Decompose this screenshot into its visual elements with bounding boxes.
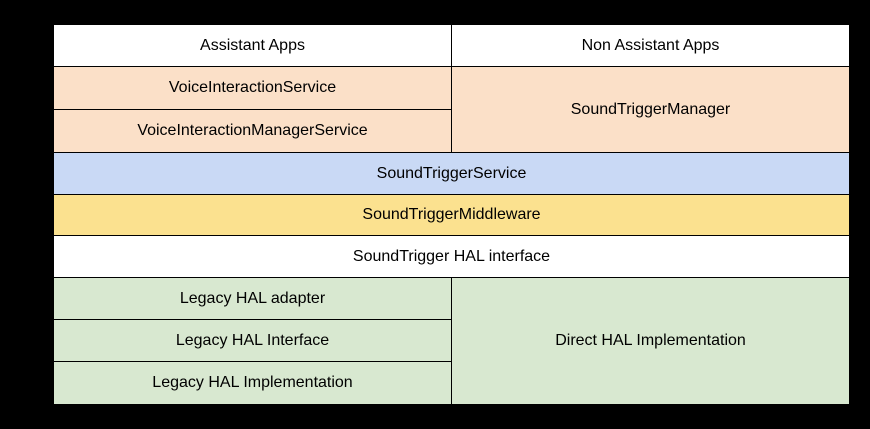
cell-legacy-hal-adapter: Legacy HAL adapter	[54, 278, 451, 321]
header-cell-non-assistant-apps-label: Non Assistant Apps	[452, 25, 849, 66]
cell-sound-trigger-manager: SoundTriggerManager	[452, 67, 849, 152]
cell-direct-hal-implementation: Direct HAL Implementation	[452, 278, 849, 405]
header-section: Assistant Apps Non Assistant Apps	[54, 25, 849, 67]
apps-right-column: SoundTriggerManager	[452, 67, 849, 152]
apps-section: VoiceInteractionService VoiceInteraction…	[54, 67, 849, 153]
cell-voice-interaction-service: VoiceInteractionService	[54, 67, 451, 110]
band-sound-trigger-hal-interface: SoundTrigger HAL interface	[54, 236, 849, 279]
cell-legacy-hal-implementation: Legacy HAL Implementation	[54, 362, 451, 405]
header-cell-assistant-apps: Assistant Apps	[54, 25, 451, 66]
header-cell-non-assistant-apps: Non Assistant Apps	[452, 25, 849, 66]
header-left-column: Assistant Apps	[54, 25, 452, 66]
apps-left-column: VoiceInteractionService VoiceInteraction…	[54, 67, 452, 152]
hal-section: Legacy HAL adapter Legacy HAL Interface …	[54, 278, 849, 405]
cell-legacy-hal-interface: Legacy HAL Interface	[54, 320, 451, 363]
hal-right-column: Direct HAL Implementation	[452, 278, 849, 405]
band-sound-trigger-middleware: SoundTriggerMiddleware	[54, 194, 849, 237]
soundtrigger-architecture-table: Assistant Apps Non Assistant Apps VoiceI…	[53, 24, 850, 405]
band-sound-trigger-service: SoundTriggerService	[54, 153, 849, 195]
cell-voice-interaction-manager-service: VoiceInteractionManagerService	[54, 110, 451, 152]
hal-left-column: Legacy HAL adapter Legacy HAL Interface …	[54, 278, 452, 405]
